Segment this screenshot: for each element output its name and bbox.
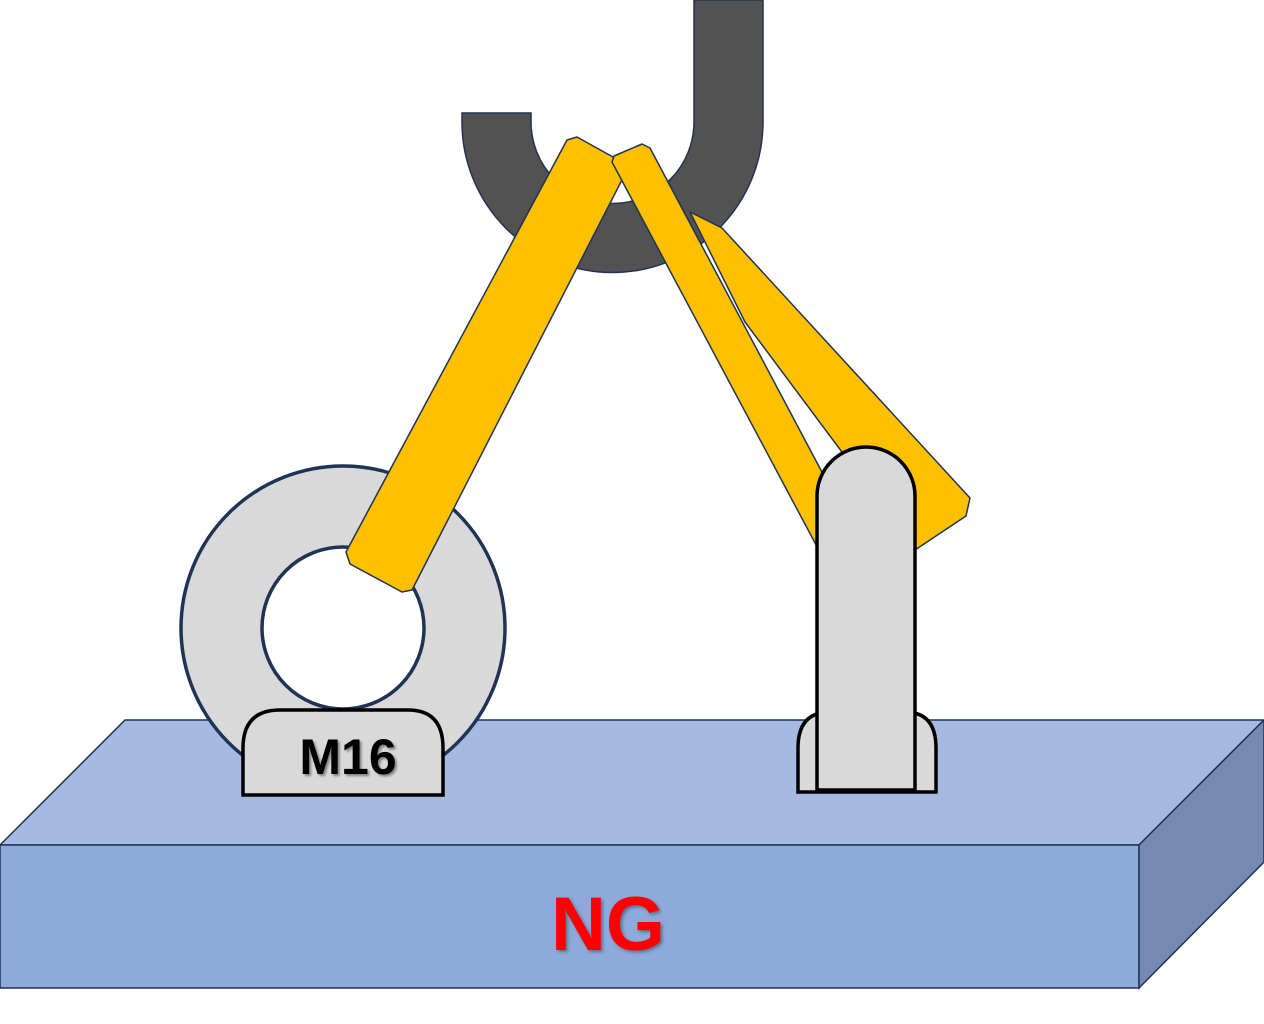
straight-eyebolt	[796, 445, 938, 794]
eyebolt-size-label: M16	[299, 729, 396, 785]
block-side-face	[1138, 718, 1264, 990]
verdict-label: NG	[551, 882, 665, 967]
block-top-face	[0, 719, 1264, 846]
ring-eyebolt-base	[241, 708, 445, 797]
straight-eyebolt-shaft	[815, 445, 917, 792]
sling-left	[345, 136, 627, 593]
block-front-face	[0, 844, 1140, 989]
